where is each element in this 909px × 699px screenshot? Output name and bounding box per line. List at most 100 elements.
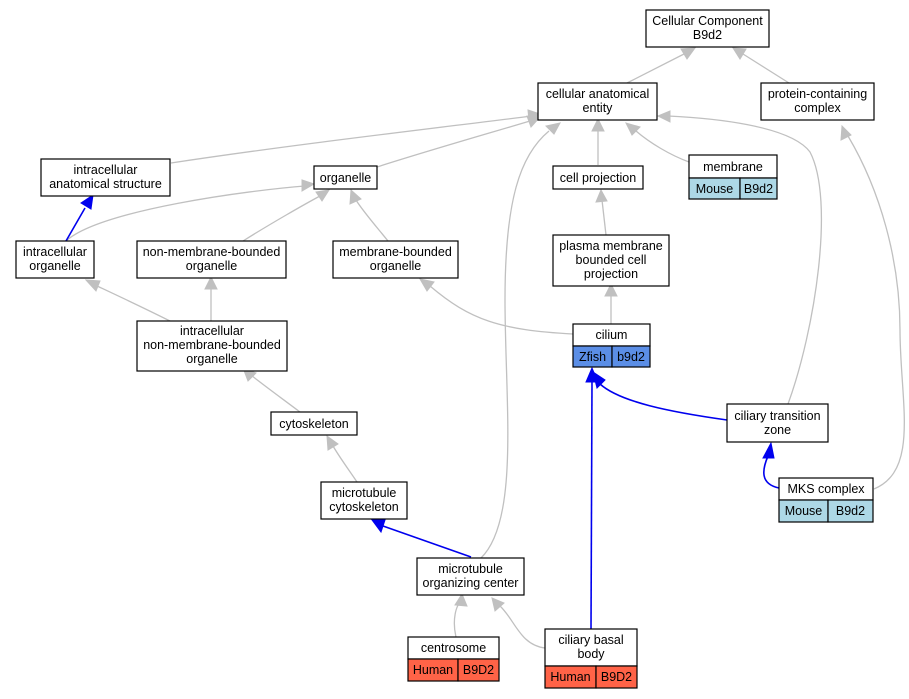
node-label-line1: membrane-bounded xyxy=(339,245,452,259)
gene-cell xyxy=(595,665,638,689)
node-label-line1: cytoskeleton xyxy=(279,417,349,431)
blue-edges xyxy=(65,207,780,630)
node-label-line2: cytoskeleton xyxy=(329,500,399,514)
node-label-line1: cilium xyxy=(596,328,628,342)
edge-io-to-ias xyxy=(65,207,86,242)
node-box xyxy=(726,403,829,443)
node-label-line1: ciliary basal xyxy=(558,633,623,647)
edge-cilium-to-mbo xyxy=(429,285,574,335)
arrowhead-cae-organelle xyxy=(526,115,542,128)
node-cellular-anatomical-entity[interactable]: cellular anatomical entity xyxy=(537,82,658,121)
node-cellular-component[interactable]: Cellular Component B9d2 xyxy=(645,9,770,48)
node-cytoskeleton[interactable]: cytoskeleton xyxy=(270,411,358,436)
species-label: Mouse xyxy=(785,504,823,518)
node-box xyxy=(332,240,459,279)
node-label-line2: organelle xyxy=(29,259,80,273)
gene-label: B9D2 xyxy=(463,663,494,677)
arrowhead-cc-left xyxy=(680,47,697,60)
node-mks-complex[interactable]: MKS complex Mouse B9d2 xyxy=(778,477,874,523)
edge-pcc-to-cc xyxy=(742,53,790,84)
arrowhead-cc-right xyxy=(732,47,747,60)
node-label-line2: bounded cell xyxy=(576,253,647,267)
edge-organelle-to-cae xyxy=(376,120,531,168)
node-box xyxy=(552,165,644,190)
node-label-line1: centrosome xyxy=(421,641,486,655)
node-protein-containing-complex[interactable]: protein-containing complex xyxy=(760,82,875,121)
gene-cell xyxy=(611,345,651,368)
edge-ctz-to-cae xyxy=(667,115,822,405)
edge-mtoc-to-mtcyto xyxy=(382,525,472,558)
node-label-line1: cell projection xyxy=(560,171,636,185)
node-ciliary-basal-body[interactable]: ciliary basal body Human B9D2 xyxy=(544,628,638,689)
blue-arrowheads xyxy=(80,193,775,534)
node-label-line2: complex xyxy=(794,101,841,115)
arrowhead-cae-cellproj xyxy=(591,117,605,132)
edge-io-to-organelle xyxy=(65,185,307,242)
node-label-line2: body xyxy=(577,647,605,661)
node-label-line3: projection xyxy=(584,267,638,281)
arrowhead-ctz-mks xyxy=(762,441,775,459)
node-non-membrane-bounded-organelle[interactable]: non-membrane-bounded organelle xyxy=(136,240,287,279)
node-box xyxy=(552,234,670,287)
node-microtubule-cytoskeleton[interactable]: microtubule cytoskeleton xyxy=(320,481,408,520)
node-cilium[interactable]: cilium Zfish b9d2 xyxy=(572,323,651,368)
node-label-line1: intracellular xyxy=(74,163,138,177)
node-centrosome[interactable]: centrosome Human B9D2 xyxy=(407,636,500,682)
node-organelle[interactable]: organelle xyxy=(313,165,378,190)
node-intracellular-non-membrane-bounded-organelle[interactable]: intracellular non-membrane-bounded organ… xyxy=(136,320,288,372)
node-label-line1: plasma membrane xyxy=(559,239,663,253)
node-label-line1: protein-containing xyxy=(768,87,867,101)
node-box xyxy=(15,240,95,279)
node-intracellular-organelle[interactable]: intracellular organelle xyxy=(15,240,95,279)
node-plasma-membrane-bounded-cell-projection[interactable]: plasma membrane bounded cell projection xyxy=(552,234,670,287)
species-label: Human xyxy=(550,670,590,684)
node-label-line2: organelle xyxy=(186,259,237,273)
arrowhead-cellproj-pmbcp xyxy=(595,188,608,203)
edge-inmbo-to-io xyxy=(94,284,171,322)
node-label-line1: ciliary transition xyxy=(734,409,820,423)
arrowhead-io-inmbo xyxy=(84,279,101,292)
node-microtubule-organizing-center[interactable]: microtubule organizing center xyxy=(416,557,525,596)
node-ciliary-transition-zone[interactable]: ciliary transition zone xyxy=(726,403,829,443)
gene-label: b9d2 xyxy=(617,350,645,364)
node-label-line2: organelle xyxy=(370,259,421,273)
node-label-line2: entity xyxy=(583,101,614,115)
arrowhead-ias-io xyxy=(80,193,94,210)
arrowhead-nmbo-inmbo xyxy=(204,275,218,290)
gene-label: B9d2 xyxy=(836,504,865,518)
node-box xyxy=(40,158,171,197)
arrowhead-cae-membrane xyxy=(625,122,641,136)
edge-centrosome-to-mtoc xyxy=(453,601,462,638)
node-label-line3: organelle xyxy=(186,352,237,366)
node-box xyxy=(136,240,287,279)
node-box xyxy=(760,82,875,121)
species-label: Mouse xyxy=(696,182,734,196)
node-membrane-bounded-organelle[interactable]: membrane-bounded organelle xyxy=(332,240,459,279)
arrowhead-mtoc-cbb xyxy=(491,597,505,612)
node-label-line2: organizing center xyxy=(423,576,519,590)
edge-cae-to-cc xyxy=(626,53,685,84)
arrowhead-mbo-cilium xyxy=(418,278,435,292)
arrowhead-cytoskeleton-mtcyto xyxy=(326,434,339,451)
node-label-line1: organelle xyxy=(320,171,371,185)
node-box xyxy=(416,557,525,596)
node-label-line1: microtubule xyxy=(438,562,503,576)
node-box xyxy=(136,320,288,372)
gene-label: B9D2 xyxy=(601,670,632,684)
edge-mbo-to-organelle xyxy=(355,199,389,242)
node-label-line1: membrane xyxy=(703,160,763,174)
edge-cbb-to-mtoc xyxy=(499,605,546,649)
node-membrane[interactable]: membrane Mouse B9d2 xyxy=(688,154,778,200)
node-label-line1: non-membrane-bounded xyxy=(143,245,281,259)
gene-label: B9d2 xyxy=(744,182,773,196)
node-cell-projection[interactable]: cell projection xyxy=(552,165,644,190)
node-label-line2: anatomical structure xyxy=(49,177,162,191)
node-label-line1: cellular anatomical xyxy=(546,87,650,101)
arrowhead-mtoc-centrosome xyxy=(454,592,468,607)
node-label-line1: microtubule xyxy=(332,486,397,500)
node-intracellular-anatomical-structure[interactable]: intracellular anatomical structure xyxy=(40,158,171,197)
gene-cell xyxy=(457,658,500,682)
edge-nmbo-to-organelle xyxy=(242,195,321,242)
node-label-line1: intracellular xyxy=(180,324,244,338)
